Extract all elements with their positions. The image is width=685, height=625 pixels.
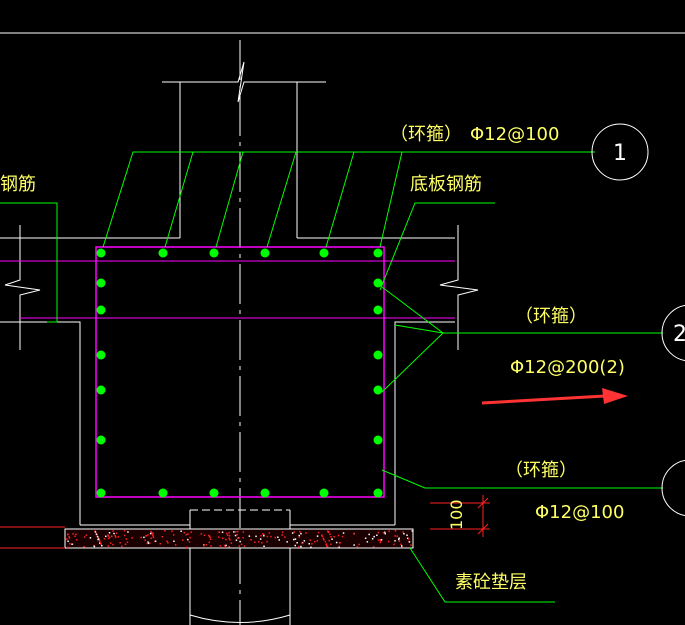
- leader-group-1: [102, 151, 595, 248]
- pile-break: [189, 614, 291, 623]
- leader-group-3: [381, 469, 663, 489]
- dimension-100: [430, 495, 490, 537]
- break-line: [162, 61, 326, 103]
- rebar-dot: [209, 488, 219, 498]
- rebar-dot: [373, 248, 383, 258]
- rebar-dot: [96, 488, 106, 498]
- leader-slab-left: [0, 202, 58, 323]
- break-line-left: [4, 225, 41, 350]
- pit-left-wall: [0, 321, 81, 525]
- hoop-label-2: （环箍）: [515, 306, 587, 327]
- rebar-dot: [319, 248, 329, 258]
- callout-number-1: 1: [613, 141, 627, 166]
- rebar-spec-1: Φ12@100: [470, 124, 559, 145]
- rebar-dots: [96, 248, 383, 498]
- slab-rebar-label-right: 底板钢筋: [410, 174, 482, 195]
- rebar-dot: [319, 488, 329, 498]
- rebar-dot: [209, 248, 219, 258]
- leader-slab-right: [379, 202, 495, 291]
- rebar-dot: [260, 488, 270, 498]
- arrow-icon: [481, 388, 628, 405]
- callout-circle-2: [661, 304, 685, 362]
- callout-circle-3: [661, 459, 685, 517]
- leader-pad: [409, 547, 555, 603]
- rebar-dot: [260, 248, 270, 258]
- rebar-spec-3: Φ12@100: [535, 502, 624, 523]
- leader-group-2: [381, 286, 663, 393]
- rebar-dot: [96, 435, 106, 445]
- hoop-label-3: （环箍）: [505, 460, 577, 481]
- rebar-dot: [96, 385, 106, 395]
- rebar-dot: [96, 350, 106, 360]
- dimension-text: 100: [447, 499, 466, 530]
- rebar-dot: [96, 305, 106, 315]
- break-line-right: [439, 225, 479, 350]
- rebar-dot: [373, 278, 383, 288]
- rebar-dot: [373, 385, 383, 395]
- rebar-dot: [373, 435, 383, 445]
- pit-right-wall: [394, 321, 455, 525]
- rebar-spec-2: Φ12@200(2): [510, 357, 625, 378]
- callout-number-2: 2: [673, 322, 685, 347]
- pad-label: 素砼垫层: [455, 572, 527, 593]
- rebar-dot: [96, 278, 106, 288]
- rebar-dot: [373, 488, 383, 498]
- rebar-dot: [158, 488, 168, 498]
- pad-hatch: [66, 530, 413, 549]
- rebar-dot: [373, 305, 383, 315]
- rebar-dot: [96, 248, 106, 258]
- slab-rebar-label-left: 钢筋: [0, 174, 36, 195]
- rebar-dot: [373, 350, 383, 360]
- stirrup-outer: [95, 246, 385, 498]
- callout-circle-1: [591, 123, 649, 181]
- rebar-dot: [158, 248, 168, 258]
- hoop-label-1: （环箍）: [390, 124, 462, 145]
